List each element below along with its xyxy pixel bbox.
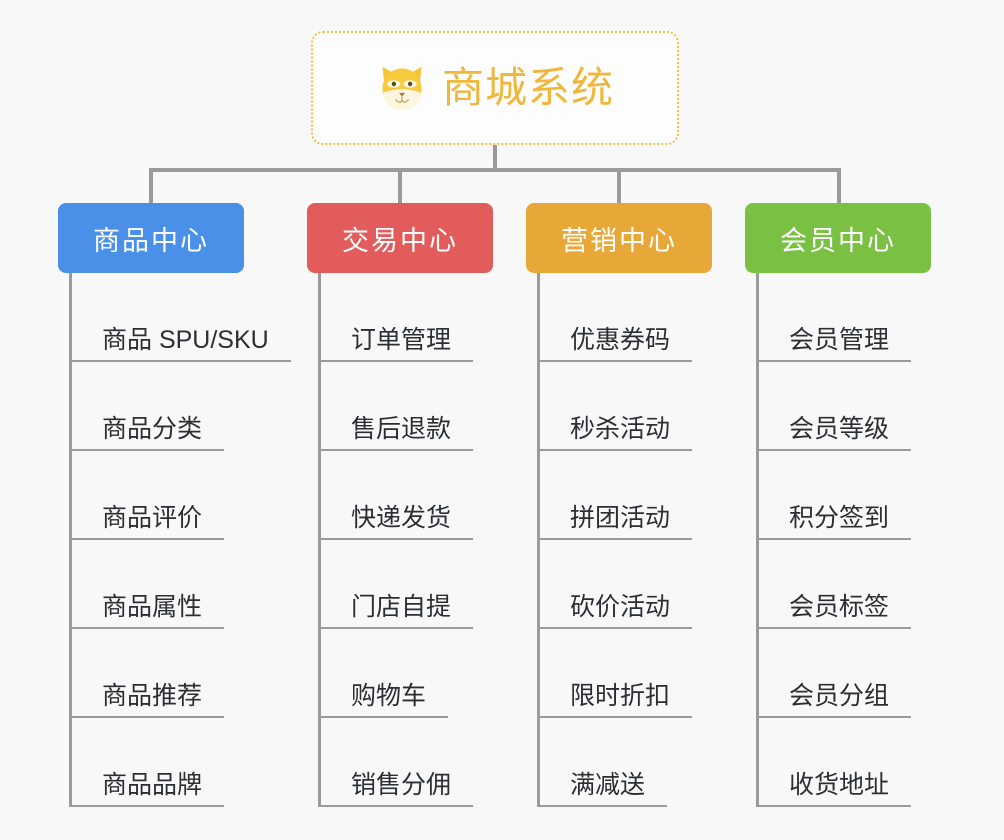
leaf-label: 商品分类	[102, 415, 225, 451]
leaf-list-product-center: 商品 SPU/SKU 商品分类 商品评价 商品属性 商品推荐 商品品牌	[69, 273, 291, 807]
list-item[interactable]: 会员分组	[759, 629, 931, 718]
column-member-center: 会员中心 会员管理 会员等级 积分签到 会员标签 会员分组 收货地址	[745, 203, 931, 807]
leaf-label: 收货地址	[789, 771, 912, 807]
list-item[interactable]: 积分签到	[759, 451, 931, 540]
connector-horizontal-bus	[149, 168, 841, 172]
category-box-product-center[interactable]: 商品中心	[58, 203, 244, 273]
leaf-label: 门店自提	[351, 593, 474, 629]
list-item[interactable]: 购物车	[321, 629, 493, 718]
leaf-label: 会员等级	[789, 415, 912, 451]
list-item[interactable]: 商品评价	[72, 451, 291, 540]
leaf-label: 拼团活动	[570, 504, 693, 540]
category-box-trade-center[interactable]: 交易中心	[307, 203, 493, 273]
list-item[interactable]: 限时折扣	[540, 629, 712, 718]
list-item[interactable]: 商品推荐	[72, 629, 291, 718]
leaf-label: 售后退款	[351, 415, 474, 451]
list-item[interactable]: 商品属性	[72, 540, 291, 629]
leaf-label: 商品推荐	[102, 682, 225, 718]
list-item[interactable]: 满减送	[540, 718, 712, 807]
leaf-list-trade-center: 订单管理 售后退款 快递发货 门店自提 购物车 销售分佣	[318, 273, 493, 807]
list-item[interactable]: 秒杀活动	[540, 362, 712, 451]
leaf-label: 商品 SPU/SKU	[102, 326, 291, 362]
list-item[interactable]: 会员等级	[759, 362, 931, 451]
leaf-label: 商品品牌	[102, 771, 225, 807]
connector-drop-member-center	[837, 168, 841, 205]
leaf-label: 快递发货	[351, 504, 474, 540]
column-product-center: 商品中心 商品 SPU/SKU 商品分类 商品评价 商品属性 商品推荐 商品品牌	[58, 203, 291, 807]
list-item[interactable]: 快递发货	[321, 451, 493, 540]
list-item[interactable]: 销售分佣	[321, 718, 493, 807]
list-item[interactable]: 拼团活动	[540, 451, 712, 540]
category-label: 商品中心	[93, 225, 209, 256]
list-item[interactable]: 订单管理	[321, 273, 493, 362]
connector-drop-product-center	[149, 168, 153, 205]
leaf-label: 订单管理	[351, 326, 474, 362]
category-label: 会员中心	[780, 225, 896, 256]
list-item[interactable]: 收货地址	[759, 718, 931, 807]
connector-drop-trade-center	[398, 168, 402, 205]
leaf-label: 积分签到	[789, 504, 912, 540]
list-item[interactable]: 售后退款	[321, 362, 493, 451]
shiba-inu-dog-face-icon	[382, 66, 422, 110]
leaf-label: 会员分组	[789, 682, 912, 718]
connector-root-stub	[493, 145, 497, 170]
leaf-label: 砍价活动	[570, 593, 693, 629]
leaf-label: 商品属性	[102, 593, 225, 629]
category-box-member-center[interactable]: 会员中心	[745, 203, 931, 273]
leaf-label: 满减送	[570, 771, 668, 807]
leaf-list-member-center: 会员管理 会员等级 积分签到 会员标签 会员分组 收货地址	[756, 273, 931, 807]
list-item[interactable]: 商品 SPU/SKU	[72, 273, 291, 362]
connector-drop-marketing-center	[617, 168, 621, 205]
list-item[interactable]: 砍价活动	[540, 540, 712, 629]
leaf-label: 优惠券码	[570, 326, 693, 362]
leaf-label: 销售分佣	[351, 771, 474, 807]
list-item[interactable]: 会员标签	[759, 540, 931, 629]
column-trade-center: 交易中心 订单管理 售后退款 快递发货 门店自提 购物车 销售分佣	[307, 203, 493, 807]
category-label: 交易中心	[342, 225, 458, 256]
leaf-label: 商品评价	[102, 504, 225, 540]
list-item[interactable]: 门店自提	[321, 540, 493, 629]
column-marketing-center: 营销中心 优惠券码 秒杀活动 拼团活动 砍价活动 限时折扣 满减送	[526, 203, 712, 807]
leaf-label: 购物车	[351, 682, 449, 718]
category-box-marketing-center[interactable]: 营销中心	[526, 203, 712, 273]
category-label: 营销中心	[561, 225, 677, 256]
leaf-label: 秒杀活动	[570, 415, 693, 451]
leaf-label: 限时折扣	[570, 682, 693, 718]
list-item[interactable]: 优惠券码	[540, 273, 712, 362]
root-node[interactable]: 商城系统	[311, 31, 679, 145]
leaf-label: 会员管理	[789, 326, 912, 362]
root-title: 商城系统	[441, 64, 614, 111]
leaf-list-marketing-center: 优惠券码 秒杀活动 拼团活动 砍价活动 限时折扣 满减送	[537, 273, 712, 807]
leaf-label: 会员标签	[789, 593, 912, 629]
list-item[interactable]: 会员管理	[759, 273, 931, 362]
list-item[interactable]: 商品分类	[72, 362, 291, 451]
list-item[interactable]: 商品品牌	[72, 718, 291, 807]
